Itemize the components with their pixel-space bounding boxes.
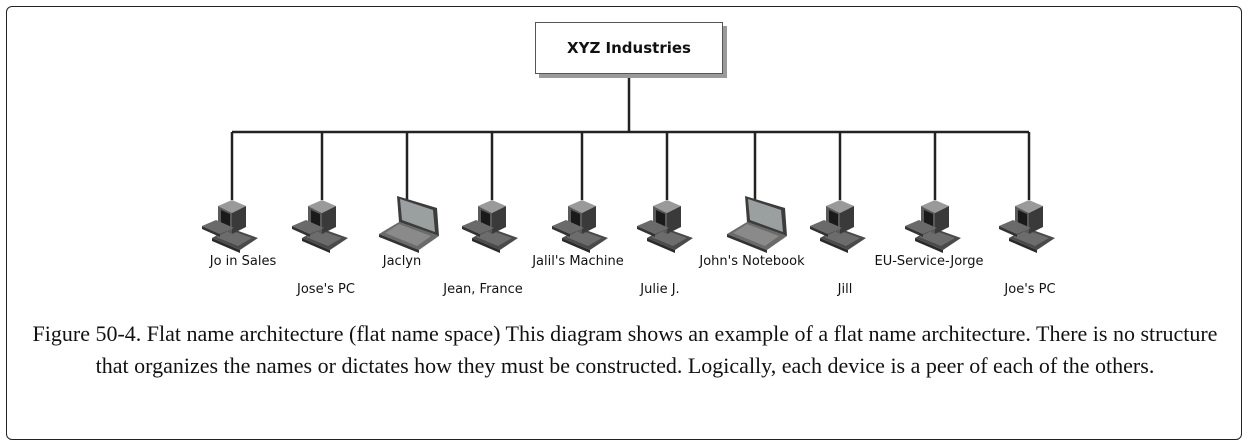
- figure-frame: [6, 6, 1242, 440]
- desktop-computer-icon: [627, 186, 707, 256]
- device-label: Julie J.: [640, 282, 680, 297]
- root-node-xyz-industries: XYZ Industries: [535, 22, 723, 74]
- device-label: Jo in Sales: [209, 254, 277, 269]
- desktop-computer-icon: [192, 186, 272, 256]
- desktop-computer-icon: [282, 186, 362, 256]
- desktop-computer-icon: [542, 186, 622, 256]
- device-label: EU-Service-Jorge: [874, 254, 984, 269]
- device-label: Jose's PC: [297, 282, 355, 297]
- desktop-computer-icon: [452, 186, 532, 256]
- device-label: Jalil's Machine: [532, 254, 624, 269]
- device-label: Jill: [837, 282, 853, 297]
- device-label: Jaclyn: [382, 254, 422, 269]
- device-label: Joe's PC: [1004, 282, 1056, 297]
- device-label: John's Notebook: [699, 254, 805, 269]
- desktop-computer-icon: [895, 186, 975, 256]
- device-label: Jean, France: [443, 282, 523, 297]
- desktop-computer-icon: [800, 186, 880, 256]
- desktop-computer-icon: [989, 186, 1069, 256]
- laptop-icon: [367, 186, 447, 256]
- laptop-icon: [715, 186, 795, 256]
- root-label: XYZ Industries: [567, 39, 691, 57]
- figure-caption: Figure 50-4. Flat name architecture (fla…: [32, 321, 1218, 378]
